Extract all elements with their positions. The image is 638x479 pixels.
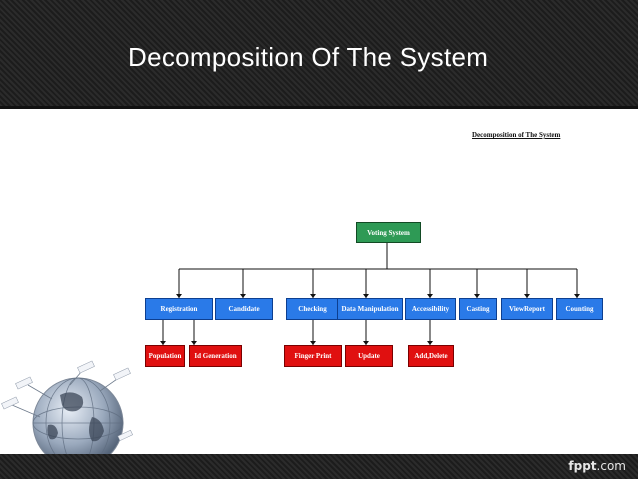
node-add-delete: Add,Delete [408,345,454,367]
node-counting: Counting [556,298,603,320]
node-population: Population [145,345,185,367]
node-data-manipulation: Data Manipulation [337,298,403,320]
node-accessibility: Accessibility [405,298,456,320]
node-checking: Checking [286,298,339,320]
node-casting: Casting [459,298,497,320]
globe-icon [0,355,140,455]
node-update: Update [345,345,393,367]
footer-logo: fppt.com [568,459,626,473]
footer-bar [0,454,638,479]
node-viewreport: ViewReport [501,298,553,320]
node-id-generation: Id Generation [189,345,242,367]
node-finger-print: Finger Print [284,345,342,367]
node-candidate: Candidate [215,298,273,320]
node-registration: Registration [145,298,213,320]
node-voting-system: Voting System [356,222,421,243]
